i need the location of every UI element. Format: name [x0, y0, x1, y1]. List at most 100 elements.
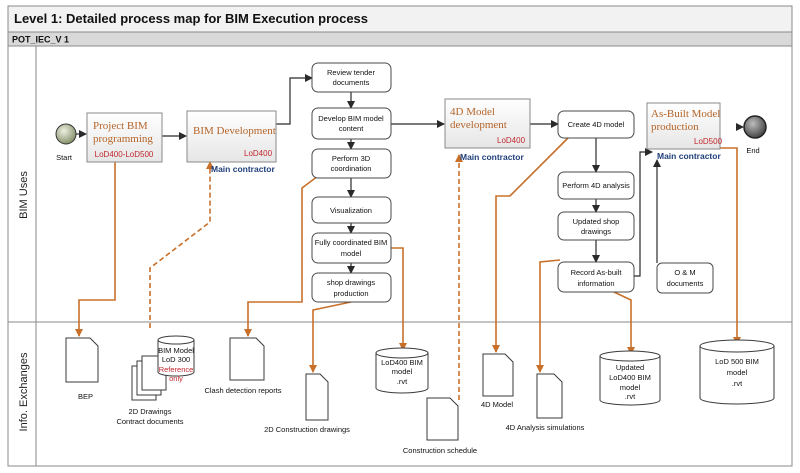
- doc-lod500-cylinder-top: [699, 339, 775, 353]
- doc-lod300-line4: only: [169, 374, 183, 383]
- end-label: End: [746, 146, 759, 155]
- task-perform4d-label: Perform 4D analysis: [562, 181, 630, 190]
- doc-drawings-line2: Contract documents: [116, 417, 183, 426]
- task-fully-coordinated: [311, 232, 392, 264]
- process-lod: LoD400: [497, 136, 526, 145]
- doc-4d-model-label: 4D Model: [481, 400, 513, 409]
- lane-label-bim-uses: BIM Uses: [18, 171, 30, 219]
- doc-2d-construction-icon: [305, 373, 329, 421]
- exchange-lod500: [720, 147, 741, 345]
- process-box: [444, 98, 531, 149]
- doc-2d-construction-label: 2D Construction drawings: [264, 425, 350, 434]
- task-develop-line1: Develop BIM model: [318, 114, 384, 123]
- process-lod: LoD400: [244, 149, 273, 158]
- title-bar: [7, 5, 793, 33]
- task-record-as-built: [557, 261, 635, 293]
- pool-name: POT_IEC_V 1: [12, 35, 69, 45]
- doc-lod400-line1: LoD400 BIM: [381, 358, 423, 367]
- pool-header: [7, 31, 793, 47]
- doc-lod400-cylinder: [375, 352, 429, 394]
- process-as-built-model-production: As-Built Model production LoD500 Main co…: [646, 102, 723, 161]
- doc-updated-line4: .rvt: [625, 392, 636, 401]
- doc-lod400-line2: model: [392, 367, 413, 376]
- doc-lod400-cylinder-top: [375, 347, 429, 359]
- process-bim-development: BIM Development LoD400 Main contractor: [186, 110, 277, 174]
- doc-updated-line2: LoD400 BIM: [609, 373, 651, 382]
- doc-lod500-line3: .rvt: [732, 379, 743, 388]
- task-review-tender: [311, 62, 392, 93]
- task-review-line1: Review tender: [327, 68, 375, 77]
- diagram-title: Level 1: Detailed process map for BIM Ex…: [14, 11, 368, 26]
- task-create-4d: [557, 110, 635, 139]
- task-3d-coordination: [311, 148, 392, 179]
- task-3d-line1: Perform 3D: [332, 154, 371, 163]
- doc-4d-model-icon: [482, 353, 514, 397]
- lane-label-info-exchanges: Info. Exchanges: [18, 352, 30, 431]
- doc-lod500-line1: LoD 500 BIM: [715, 357, 759, 366]
- process-title-line1: Project BIM: [93, 120, 148, 132]
- exchange-4d-sims: [536, 259, 561, 373]
- task-visualization-label: Visualization: [330, 206, 372, 215]
- doc-drawings-line1: 2D Drawings: [129, 407, 172, 416]
- task-visualization: [311, 196, 392, 224]
- doc-lod300-line2: LoD 300: [162, 355, 190, 364]
- process-lod: LoD500: [694, 137, 723, 146]
- doc-updated-lod400-cylinder: [599, 355, 661, 406]
- process-owner: Main contractor: [211, 164, 275, 174]
- doc-4d-sims-label: 4D Analysis simulations: [506, 423, 585, 432]
- reference-lod300-to-development: [149, 161, 214, 328]
- task-perform-4d: [557, 171, 635, 200]
- process-title-line1: As-Built Model: [651, 108, 720, 120]
- process-box: [86, 112, 163, 163]
- task-updshop-line1: Updated shop: [573, 217, 620, 226]
- task-om-documents: [656, 262, 714, 294]
- process-title-line1: 4D Model: [450, 106, 495, 118]
- task-om-line1: O & M: [674, 268, 695, 277]
- doc-clash-icon: [229, 337, 265, 381]
- process-owner: Main contractor: [460, 152, 524, 162]
- task-shop-line1: shop drawings: [327, 278, 376, 287]
- process-box: [186, 110, 277, 163]
- doc-bep-icon: [65, 337, 99, 383]
- start-event: [55, 123, 77, 145]
- process-lod: LoD400-LoD500: [95, 150, 154, 159]
- exchange-4d-model: [492, 137, 569, 353]
- task-3d-line2: coordination: [331, 164, 372, 173]
- exchange-updated-lod400: [613, 291, 635, 355]
- diagram-frame: [7, 5, 793, 467]
- doc-4d-sims-icon: [536, 373, 563, 419]
- process-owner: Main contractor: [657, 151, 721, 161]
- task-shop-drawings: [311, 272, 392, 303]
- start-label: Start: [56, 153, 73, 162]
- doc-schedule-label: Construction schedule: [403, 446, 477, 455]
- doc-lod300-line3: Reference: [159, 365, 194, 374]
- doc-clash-label: Clash detection reports: [204, 386, 281, 395]
- task-fully-line2: model: [341, 249, 362, 258]
- task-om-line2: documents: [667, 279, 704, 288]
- task-shop-line2: production: [333, 289, 368, 298]
- task-develop-model: [311, 107, 392, 140]
- task-record-line2: information: [577, 279, 614, 288]
- doc-lod400-line3: .rvt: [397, 377, 408, 386]
- exchange-lod400: [391, 247, 407, 351]
- process-project-bim-programming: Project BIM programming LoD400-LoD500: [86, 112, 163, 163]
- process-title-line2: production: [651, 121, 699, 133]
- process-box: [646, 102, 721, 150]
- task-fully-line1: Fully coordinated BIM: [315, 238, 388, 247]
- task-create4d-label: Create 4D model: [568, 120, 625, 129]
- process-title: BIM Development: [193, 125, 276, 137]
- doc-updated-cylinder-top: [599, 350, 661, 362]
- doc-lod500-cylinder: [699, 345, 775, 405]
- flow-to-review: [276, 74, 313, 125]
- flow-record-to-asbuilt: [634, 148, 653, 277]
- task-review-line2: documents: [333, 78, 370, 87]
- doc-bep-label: BEP: [78, 392, 93, 401]
- doc-bim-lod300-cylinder: [157, 339, 195, 377]
- doc-bim-lod300-cylinder-top: [157, 335, 195, 345]
- end-event: [743, 115, 767, 139]
- doc-updated-line3: model: [620, 383, 641, 392]
- doc-schedule-icon: [426, 397, 459, 441]
- exchange-2d-construction: [309, 301, 352, 373]
